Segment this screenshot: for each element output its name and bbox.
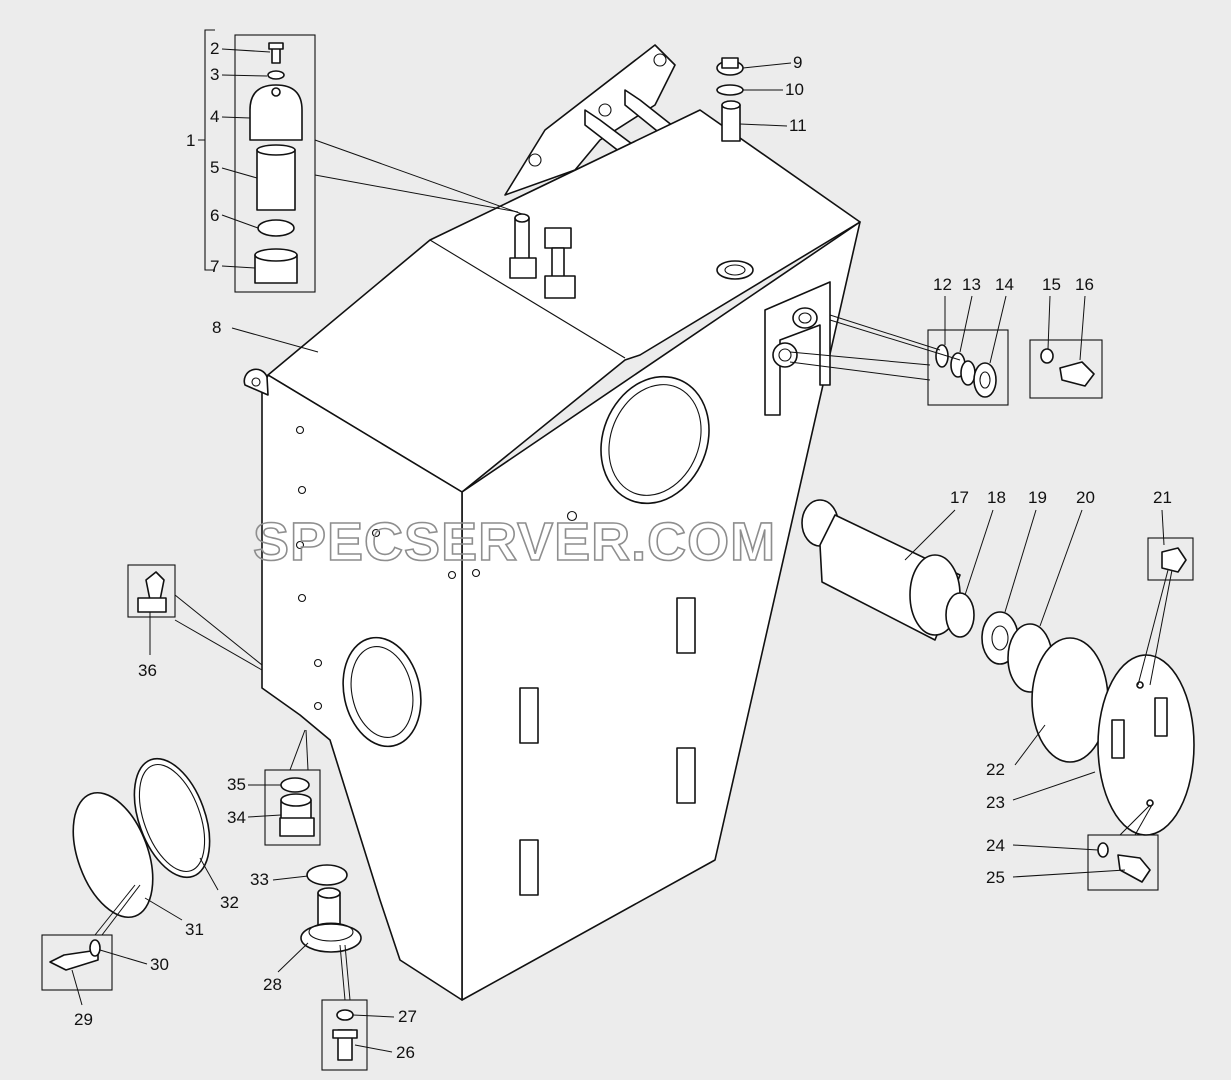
callout-17: 17 (950, 488, 969, 507)
callout-23: 23 (986, 793, 1005, 812)
leader-lines (71, 48, 1165, 1053)
inspection-cover-group (41, 757, 211, 991)
callout-6: 6 (210, 206, 219, 225)
callout-8: 8 (212, 318, 221, 337)
callout-34: 34 (227, 808, 246, 827)
callout-7: 7 (210, 257, 219, 276)
callout-15: 15 (1042, 275, 1061, 294)
hydraulic-tank-body (243, 44, 861, 1001)
callout-12: 12 (933, 275, 952, 294)
filter-assembly-group (204, 29, 523, 293)
callout-13: 13 (962, 275, 981, 294)
callout-2: 2 (210, 39, 219, 58)
callout-25: 25 (986, 868, 1005, 887)
callout-labels: 1 2 3 4 5 6 7 8 9 10 11 12 13 14 15 16 1… (74, 39, 1172, 1062)
callout-33: 33 (250, 870, 269, 889)
callout-29: 29 (74, 1010, 93, 1029)
callout-3: 3 (210, 65, 219, 84)
seal-group (789, 314, 1103, 406)
drain-valve-group (127, 564, 368, 1071)
callout-32: 32 (220, 893, 239, 912)
callout-19: 19 (1028, 488, 1047, 507)
callout-22: 22 (986, 760, 1005, 779)
callout-20: 20 (1076, 488, 1095, 507)
watermark-text: SPECSERVER.COM (253, 512, 776, 572)
callout-9: 9 (793, 53, 802, 72)
callout-21: 21 (1153, 488, 1172, 507)
callout-5: 5 (210, 158, 219, 177)
return-filter-group (801, 499, 1195, 891)
callout-16: 16 (1075, 275, 1094, 294)
callout-1: 1 (186, 131, 195, 150)
callout-28: 28 (263, 975, 282, 994)
callout-27: 27 (398, 1007, 417, 1026)
callout-11: 11 (789, 116, 807, 135)
callout-31: 31 (185, 920, 204, 939)
callout-30: 30 (150, 955, 169, 974)
callout-24: 24 (986, 836, 1005, 855)
callout-36: 36 (138, 661, 157, 680)
callout-4: 4 (210, 107, 219, 126)
callout-35: 35 (227, 775, 246, 794)
callout-18: 18 (987, 488, 1006, 507)
filler-cap-group (716, 57, 744, 142)
callout-26: 26 (396, 1043, 415, 1062)
callout-14: 14 (995, 275, 1014, 294)
callout-10: 10 (785, 80, 804, 99)
